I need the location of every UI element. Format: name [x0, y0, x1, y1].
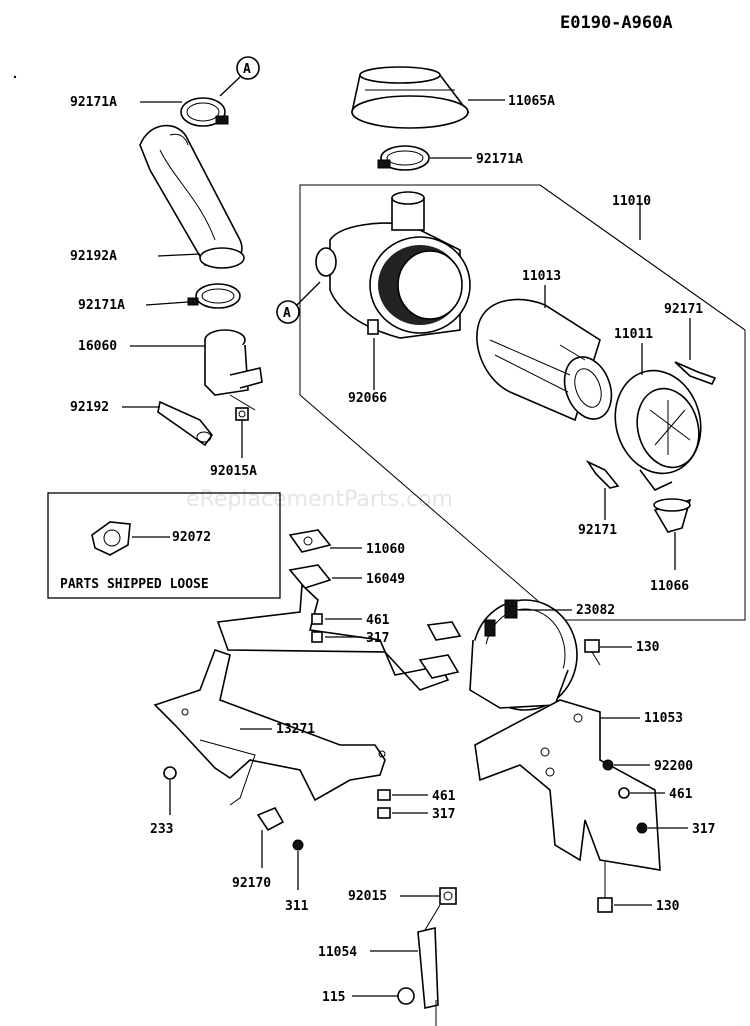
bracket-11053	[474, 699, 661, 871]
bracket-13271	[153, 648, 386, 806]
washer-317-a	[311, 631, 323, 643]
label-92171-lower: 92171	[578, 523, 617, 538]
nut-461-b	[377, 789, 391, 801]
label-11013: 11013	[522, 269, 561, 284]
air-cleaner-housing	[315, 191, 471, 339]
label-92192a: 92192A	[70, 249, 117, 264]
guard-23082	[469, 599, 578, 711]
label-115: 115	[322, 990, 345, 1005]
label-16060: 16060	[78, 339, 117, 354]
label-233: 233	[150, 822, 173, 837]
nut-461-a	[311, 613, 323, 625]
parts-shipped-loose-caption: PARTS SHIPPED LOOSE	[60, 577, 209, 592]
label-461-a: 461	[366, 613, 390, 628]
clip-92171-lower	[585, 460, 620, 489]
label-92200: 92200	[654, 759, 693, 774]
washer-317-c	[636, 822, 648, 834]
hose-92192a	[139, 124, 245, 269]
label-461-b: 461	[432, 789, 456, 804]
valve-11066	[653, 498, 692, 533]
pipe-92192	[157, 400, 213, 447]
bolt-130-b	[597, 862, 613, 913]
nut-461-c	[618, 787, 630, 799]
label-92015: 92015	[348, 889, 387, 904]
stay-11054	[417, 904, 441, 1026]
label-13271: 13271	[276, 722, 315, 737]
clip-92170	[256, 806, 285, 832]
bolt-115	[397, 987, 415, 1005]
label-130-b: 130	[656, 899, 680, 914]
screw-311	[292, 839, 304, 851]
label-92171a-mid: 92171A	[78, 298, 125, 313]
watermark: eReplacementParts.com	[186, 487, 453, 512]
gasket-11060	[288, 529, 332, 553]
label-16049: 16049	[366, 572, 405, 587]
callout-a-side-letter: A	[283, 306, 291, 321]
nut-92200	[602, 759, 614, 771]
clamp-92171a-top	[180, 97, 229, 127]
label-461-c: 461	[669, 787, 693, 802]
stray-dot	[13, 75, 17, 79]
washer-317-b	[377, 807, 391, 819]
bolt-233	[163, 766, 177, 780]
nut-92015	[439, 887, 457, 905]
label-92171a-cover: 92171A	[476, 152, 523, 167]
label-92015a: 92015A	[210, 464, 257, 479]
parts-shipped-loose-box: 92072 PARTS SHIPPED LOOSE	[47, 492, 281, 599]
label-92072: 92072	[172, 530, 211, 545]
label-92171a-top: 92171A	[70, 95, 117, 110]
label-92171-upper: 92171	[664, 302, 703, 317]
label-11054: 11054	[318, 945, 357, 960]
label-92192: 92192	[70, 400, 109, 415]
cover-11065a	[351, 66, 470, 129]
end-cap-11011	[614, 369, 702, 492]
pipe-16049	[216, 564, 462, 691]
label-92066: 92066	[348, 391, 387, 406]
callout-a-top-letter: A	[243, 62, 251, 77]
label-23082: 23082	[576, 603, 615, 618]
label-92170: 92170	[232, 876, 271, 891]
label-11053: 11053	[644, 711, 683, 726]
clip-92171-upper	[674, 361, 717, 385]
diagram-code: E0190-A960A	[560, 13, 673, 33]
bolt-130-a	[584, 639, 601, 666]
label-11010: 11010	[612, 194, 651, 209]
label-317-c: 317	[692, 822, 715, 837]
label-11011: 11011	[614, 327, 653, 342]
elbow-16060	[204, 329, 263, 396]
callout-a-side: A	[276, 281, 321, 324]
label-311: 311	[285, 899, 309, 914]
label-317-b: 317	[432, 807, 455, 822]
label-130-a: 130	[636, 640, 660, 655]
callout-a-top: A	[219, 56, 260, 97]
clamp-92171a-mid	[187, 283, 241, 309]
assembly-bracket-11010	[299, 184, 746, 621]
label-11065a: 11065A	[508, 94, 555, 109]
label-11066: 11066	[650, 579, 689, 594]
clamp-92171a-cover	[377, 145, 430, 171]
label-317-a: 317	[366, 631, 389, 646]
nut-92015a	[229, 394, 256, 421]
label-11060: 11060	[366, 542, 405, 557]
filter-element-11013	[476, 298, 613, 422]
